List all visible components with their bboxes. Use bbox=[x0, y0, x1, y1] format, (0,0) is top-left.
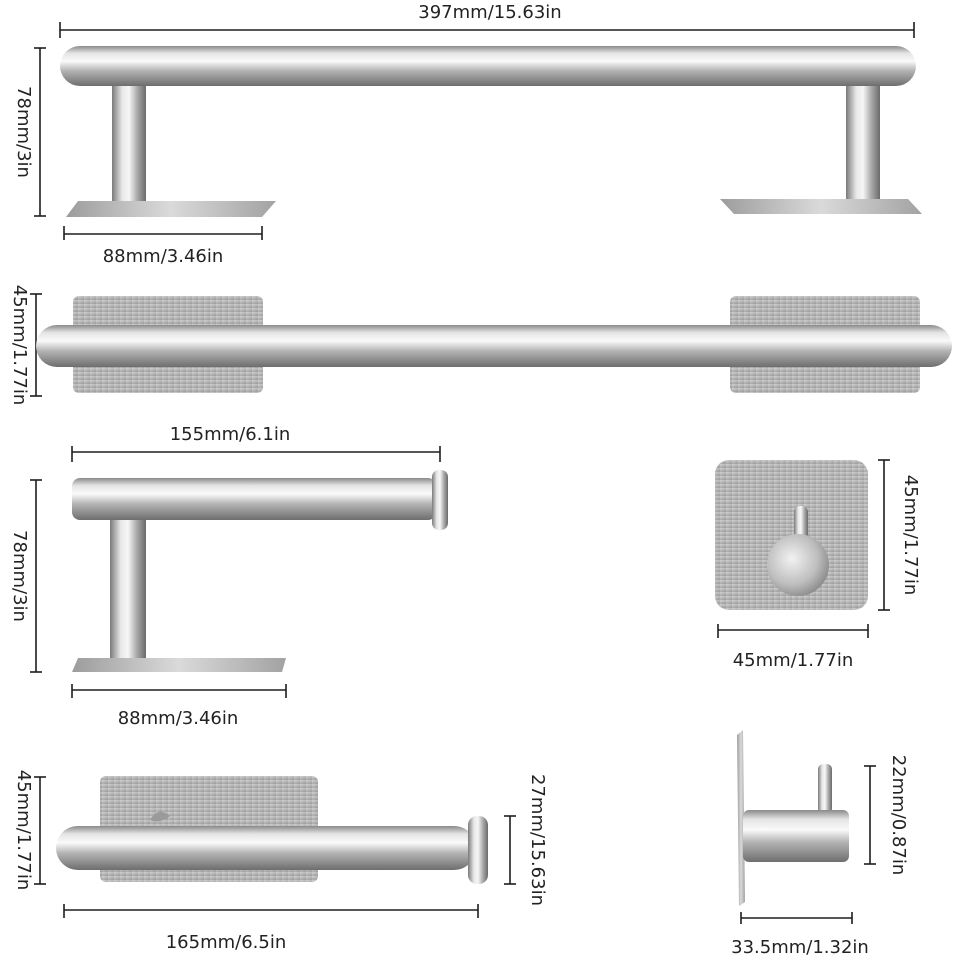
width-label: 165mm/6.5in bbox=[166, 932, 287, 953]
bar-rod bbox=[60, 46, 916, 86]
height-label: 45mm/1.77in bbox=[9, 285, 30, 406]
towel-bar-front-view: 45mm/1.77in bbox=[9, 285, 952, 406]
height-label: 45mm/1.77in bbox=[900, 475, 921, 596]
hook-stem bbox=[818, 764, 832, 814]
holder-rod bbox=[72, 478, 436, 520]
plate-arm bbox=[150, 811, 170, 822]
right-base bbox=[720, 199, 922, 214]
holder-rod bbox=[56, 826, 476, 870]
height-label: 78mm/3in bbox=[9, 530, 30, 622]
width-label: 155mm/6.1in bbox=[170, 424, 291, 445]
base-label: 88mm/3.46in bbox=[118, 708, 239, 729]
rod-label: 27mm/15.63in bbox=[527, 774, 548, 906]
end-cap bbox=[432, 470, 448, 530]
width-label: 397mm/15.63in bbox=[418, 2, 561, 23]
square-hook-front-view: 45mm/1.77in 45mm/1.77in bbox=[715, 459, 921, 671]
height-label: 22mm/0.87in bbox=[888, 755, 909, 876]
towel-bar-side-view: 397mm/15.63in 78mm/3in 88mm/3.46in bbox=[13, 2, 922, 267]
post bbox=[110, 514, 146, 668]
mount-plate-edge bbox=[737, 730, 745, 906]
bar-rod bbox=[36, 325, 952, 367]
width-label: 45mm/1.77in bbox=[733, 650, 854, 671]
hook-knob bbox=[767, 534, 829, 596]
height-label: 45mm/1.77in bbox=[13, 770, 34, 891]
hook-side-view: 22mm/0.87in 33.5mm/1.32in bbox=[731, 730, 909, 958]
base bbox=[72, 658, 286, 672]
width-label: 33.5mm/1.32in bbox=[731, 937, 869, 958]
hook-arm bbox=[743, 810, 849, 862]
right-post bbox=[846, 80, 880, 214]
end-cap bbox=[468, 816, 488, 884]
paper-holder-side-view: 155mm/6.1in 78mm/3in 88mm/3.46in bbox=[9, 424, 448, 729]
left-base bbox=[66, 201, 276, 217]
paper-holder-front-view: 45mm/1.77in 27mm/15.63in 165mm/6.5in bbox=[13, 770, 548, 953]
height-label: 78mm/3in bbox=[13, 86, 34, 178]
base-label: 88mm/3.46in bbox=[103, 246, 224, 267]
left-post bbox=[112, 80, 146, 214]
